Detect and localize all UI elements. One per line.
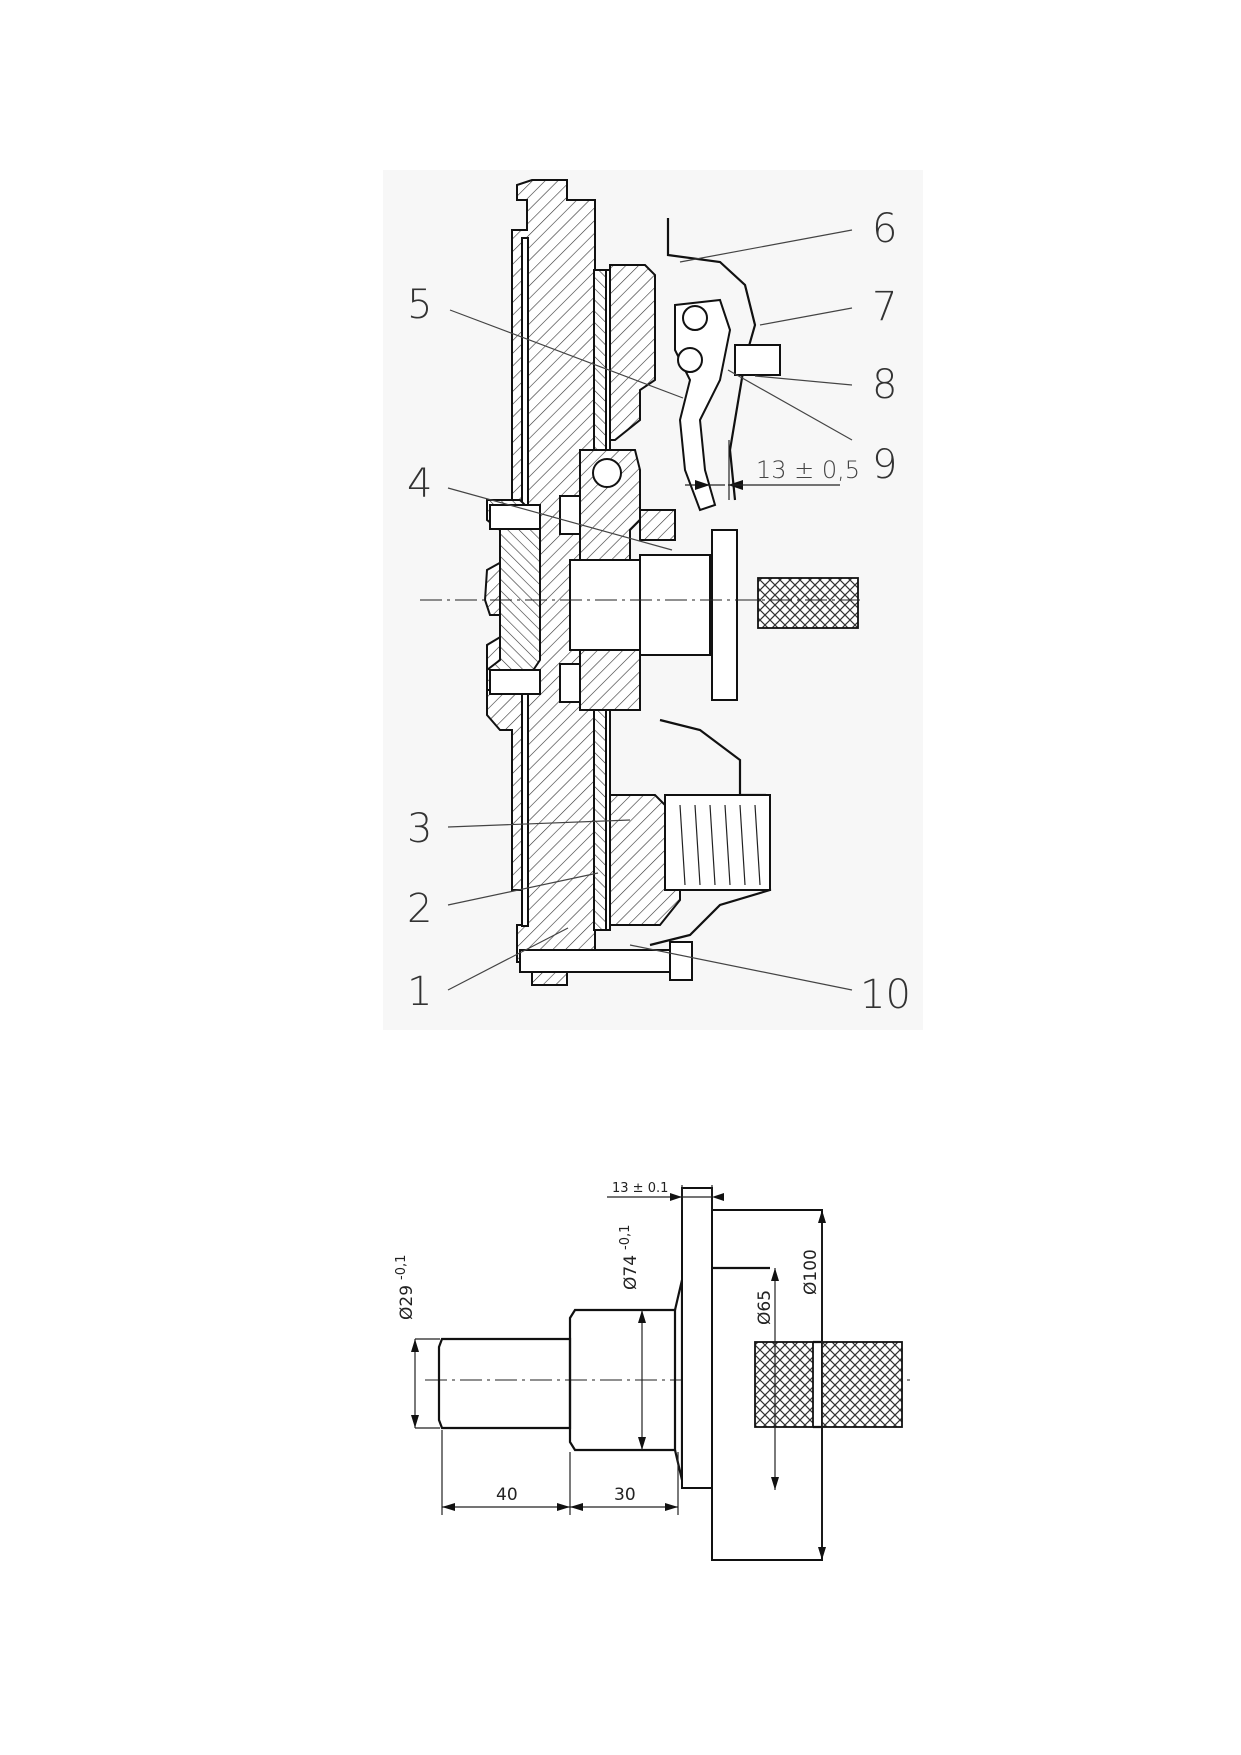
damper-spring — [592, 458, 622, 488]
pressure-spring — [664, 794, 771, 891]
part-label-9: 9 — [872, 442, 897, 488]
leader-5 — [449, 309, 684, 399]
release-bearing-race — [639, 509, 676, 541]
dim-flange-diameter: Ø100 — [801, 1249, 821, 1295]
release-sleeve — [639, 554, 711, 656]
leader-3 — [447, 819, 631, 828]
centering-tool-drawing: Ø29 -0,1 Ø74 -0,1 Ø65 Ø100 13 ± 0.1 — [394, 1181, 915, 1561]
leader-1 — [447, 927, 569, 991]
dim-pilot-diameter: Ø29 — [397, 1285, 417, 1320]
dim-body-diameter: Ø74 — [621, 1255, 641, 1290]
part-label-1: 1 — [407, 969, 432, 1015]
lever-pin-upper — [682, 305, 708, 331]
pressure-plate — [609, 264, 656, 441]
part-label-10: 10 — [860, 972, 911, 1018]
tool-handle-knurl-right — [821, 1341, 903, 1428]
dim-flange-offset: 13 ± 0.1 — [612, 1181, 668, 1196]
part-label-7: 7 — [872, 284, 897, 330]
cover-bolt-nut — [669, 941, 693, 981]
tool-handle-break — [813, 1340, 822, 1429]
clutch-cover — [666, 218, 757, 501]
clutch-assembly-section: 1 2 3 4 5 6 7 8 9 10 13 ± 0,5 — [383, 170, 923, 1030]
part-label-4: 4 — [407, 461, 432, 507]
gap-dimension: 13 ± 0,5 — [685, 440, 860, 500]
lever-pin-lower — [677, 347, 703, 373]
flywheel-bolt-lower — [489, 669, 541, 695]
bolt-head-upper — [559, 495, 581, 535]
part-label-3: 3 — [407, 806, 432, 852]
leader-6 — [679, 229, 853, 263]
leader-10 — [629, 944, 853, 991]
release-flange — [711, 529, 738, 701]
input-shaft — [757, 577, 859, 629]
leader-2 — [447, 872, 599, 906]
adjusting-bolt — [734, 344, 781, 376]
part-label-5: 5 — [407, 282, 432, 328]
leader-7 — [759, 307, 853, 326]
part-label-6: 6 — [872, 206, 897, 252]
bolt-head-lower — [559, 663, 581, 703]
tool-disc — [681, 1187, 713, 1489]
dim-body-tolerance: -0,1 — [618, 1225, 633, 1250]
dim-body-length: 30 — [614, 1485, 636, 1505]
part-label-8: 8 — [872, 362, 897, 408]
tool-pilot — [437, 1337, 572, 1430]
input-bearing — [569, 559, 641, 651]
gap-dimension-text: 13 ± 0,5 — [756, 456, 860, 484]
leader-8 — [754, 375, 853, 386]
part-label-2: 2 — [407, 886, 432, 932]
tool-handle-knurl-left — [754, 1341, 814, 1428]
dim-pilot-length: 40 — [496, 1485, 518, 1505]
leader-4 — [447, 487, 673, 551]
dim-pilot-tolerance: -0,1 — [394, 1255, 409, 1280]
dim-hub-diameter: Ø65 — [755, 1290, 775, 1325]
cover-bolt — [519, 949, 671, 973]
flywheel-bolt-upper — [489, 504, 541, 530]
leader-9 — [727, 369, 853, 441]
